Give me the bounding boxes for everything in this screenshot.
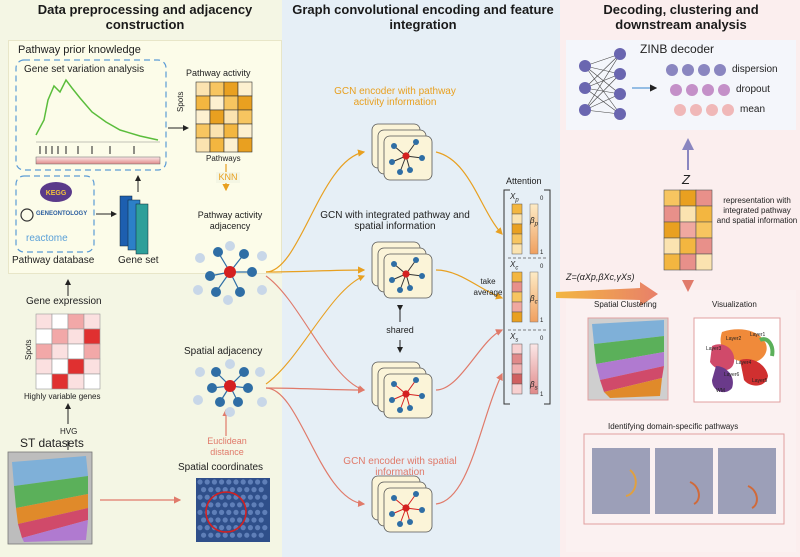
gsva-heatbar bbox=[35, 156, 161, 165]
gcn-spatial-label: GCN encoder with spatial information bbox=[343, 456, 457, 478]
euclidean-label: Euclidean distance bbox=[200, 436, 254, 458]
beta-c-bar bbox=[529, 271, 539, 323]
hvg-label: HVG bbox=[60, 427, 78, 436]
layer-label-3: Layer3 bbox=[706, 346, 722, 352]
gsva-barcode bbox=[39, 146, 135, 154]
gene-set-label: Gene set bbox=[118, 255, 159, 266]
beta-p-bar bbox=[529, 203, 539, 255]
header-right: Decoding, clustering and downstream anal… bbox=[603, 2, 759, 32]
z-label: Z bbox=[682, 172, 690, 187]
layer-label-1: Layer1 bbox=[750, 332, 766, 338]
beta-s-bar bbox=[529, 343, 539, 395]
gcn-stack-integrated bbox=[371, 241, 433, 299]
xp-vector bbox=[511, 203, 523, 255]
shared-label: shared bbox=[386, 325, 414, 335]
pathway-database-label: Pathway database bbox=[12, 255, 95, 266]
integration-arrow bbox=[556, 282, 658, 306]
spatial-adjacency-graph bbox=[193, 359, 267, 417]
pathways-label: Pathways bbox=[206, 154, 241, 163]
zinb-label: ZINB decoder bbox=[640, 42, 715, 56]
visualization-image bbox=[693, 317, 781, 403]
scale-0-p: 0 bbox=[540, 196, 544, 202]
domain-pathway-images bbox=[592, 448, 776, 514]
gsva-title: Gene set variation analysis bbox=[24, 64, 145, 75]
gsva-box bbox=[15, 59, 167, 171]
spots-label-1: Spots bbox=[176, 91, 185, 112]
go-logo bbox=[20, 208, 34, 222]
attention-label: Attention bbox=[506, 176, 542, 186]
gene-set-blocks bbox=[119, 195, 149, 255]
scale-1-c: 1 bbox=[540, 318, 544, 324]
pathway-db-box bbox=[15, 175, 95, 253]
mean-label: mean bbox=[740, 104, 766, 115]
gcn-stack-pathway bbox=[371, 123, 433, 181]
dropout-label: dropout bbox=[736, 84, 770, 95]
layer-label-4: Layer4 bbox=[736, 360, 752, 366]
pathway-activity-title: Pathway activity bbox=[186, 68, 251, 78]
pathway-activity-heatmap bbox=[195, 81, 253, 153]
beta-p-label: βp bbox=[530, 216, 538, 228]
st-dataset-image bbox=[7, 451, 93, 545]
gcn-stack-spatial bbox=[371, 475, 433, 533]
gene-expression-heatmap bbox=[35, 313, 101, 390]
gsva-curve bbox=[35, 78, 159, 141]
spatial-coordinates-label: Spatial coordinates bbox=[178, 462, 264, 473]
layer-label-6: Layer6 bbox=[724, 372, 740, 378]
spots-label-2: Spots bbox=[24, 339, 33, 360]
beta-s-label: βs bbox=[530, 380, 538, 392]
layer-label-2: Layer2 bbox=[726, 336, 742, 342]
spatial-coordinates-grid bbox=[196, 478, 270, 542]
beta-c-label: βc bbox=[530, 294, 538, 306]
knn-label: KNN bbox=[216, 172, 240, 183]
gcn-stack-spatial-shared bbox=[371, 361, 433, 419]
zinb-network bbox=[579, 48, 734, 120]
spatial-adjacency-label: Spatial adjacency bbox=[184, 346, 263, 357]
xc-label: Xc bbox=[510, 260, 519, 272]
st-datasets-label: ST datasets bbox=[20, 436, 84, 450]
scale-1-s: 1 bbox=[540, 392, 544, 398]
z-heatmap bbox=[663, 189, 713, 271]
gcn-pathway-label: GCN encoder with pathway activity inform… bbox=[334, 86, 456, 108]
svg-text:GENEONTOLOGY: GENEONTOLOGY bbox=[36, 211, 87, 217]
spatial-clustering-image bbox=[587, 317, 669, 401]
layer-label-5: Layer5 bbox=[752, 378, 768, 384]
scale-0-c: 0 bbox=[540, 264, 544, 270]
gene-expression-label: Gene expression bbox=[26, 296, 102, 307]
formula-label: Z=(αXp,βXc,γXs) bbox=[566, 272, 635, 282]
identifying-box bbox=[583, 433, 785, 525]
dispersion-label: dispersion bbox=[732, 64, 778, 75]
scale-1-p: 1 bbox=[540, 250, 544, 256]
pathway-adjacency-graph bbox=[193, 241, 267, 305]
identifying-label: Identifying domain-specific pathways bbox=[608, 422, 739, 431]
spatial-clustering-label: Spatial Clustering bbox=[594, 300, 657, 309]
pathway-adjacency-label: Pathway activity adjacency bbox=[197, 210, 263, 231]
svg-text:reactome: reactome bbox=[26, 233, 68, 244]
svg-text:KEGG: KEGG bbox=[46, 190, 67, 197]
gcn-integrated-label: GCN with integrated pathway and spatial … bbox=[320, 210, 470, 232]
xs-vector bbox=[511, 343, 523, 395]
scale-0-s: 0 bbox=[540, 336, 544, 342]
xp-label: Xp bbox=[510, 192, 519, 204]
header-middle: Graph convolutional encoding and feature… bbox=[292, 2, 554, 32]
pathway-prior-title: Pathway prior knowledge bbox=[18, 44, 141, 56]
highly-variable-genes-label: Highly variable genes bbox=[24, 392, 101, 401]
visualization-label: Visualization bbox=[712, 300, 757, 309]
xc-vector bbox=[511, 271, 523, 323]
kegg-logo bbox=[40, 182, 72, 202]
layer-label-wm: WM bbox=[716, 388, 725, 394]
header-left: Data preprocessing and adjacency constru… bbox=[37, 2, 253, 32]
take-average-label: take average bbox=[473, 277, 503, 297]
representation-label: representation with integrated pathway a… bbox=[716, 196, 798, 225]
xs-label: Xs bbox=[510, 332, 519, 344]
attention-bracket bbox=[503, 189, 551, 405]
